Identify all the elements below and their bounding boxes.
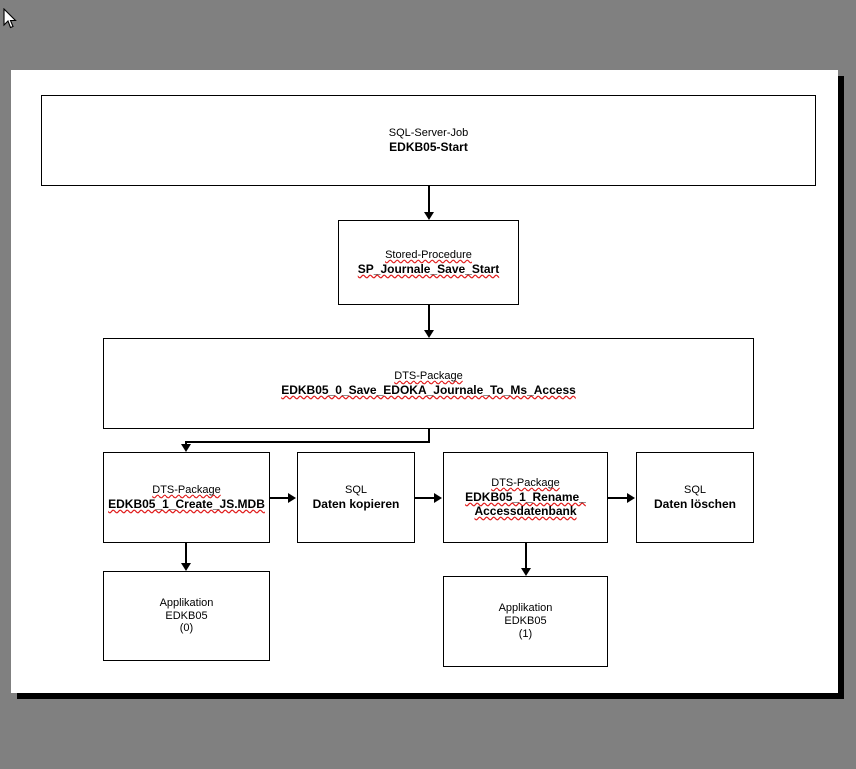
arrowhead-create-to-copy bbox=[288, 493, 296, 503]
connector-dts-horizontal-run bbox=[185, 441, 430, 443]
node-dts-package-create[interactable]: DTS-Package EDKB05_1_Create_JS.MDB bbox=[103, 452, 270, 543]
node-kind-label: SQL bbox=[683, 483, 706, 496]
flowchart-diagram: SQL-Server-Job EDKB05-Start Stored-Proce… bbox=[11, 70, 838, 693]
node-kind-label: SQL bbox=[344, 483, 367, 496]
node-line1: Applikation bbox=[498, 602, 553, 615]
arrowhead-procedure-to-dts bbox=[424, 330, 434, 338]
node-sql-server-job[interactable]: SQL-Server-Job EDKB05-Start bbox=[41, 95, 816, 186]
connector-copy-to-rename bbox=[415, 497, 435, 499]
arrowhead-job-to-procedure bbox=[424, 212, 434, 220]
arrowhead-rename-to-app1 bbox=[521, 568, 531, 576]
node-line3: (1) bbox=[518, 627, 533, 640]
node-line1: Applikation bbox=[159, 596, 214, 609]
node-kind-label: DTS-Package bbox=[152, 483, 221, 496]
node-line3: (0) bbox=[179, 622, 194, 635]
node-name-label: Daten kopieren bbox=[312, 496, 400, 511]
arrow-pointer-cursor bbox=[3, 8, 17, 29]
connector-rename-to-delete bbox=[608, 497, 628, 499]
node-kind-label: SQL-Server-Job bbox=[388, 126, 469, 139]
connector-dts-down-stub bbox=[428, 429, 430, 442]
node-applikation-0[interactable]: Applikation EDKB05 (0) bbox=[103, 571, 270, 661]
connector-rename-to-app1 bbox=[525, 543, 527, 569]
node-sql-daten-loeschen[interactable]: SQL Daten löschen bbox=[636, 452, 754, 543]
node-name-label: EDKB05_0_Save_EDOKA_Journale_To_Ms_Acces… bbox=[281, 382, 576, 397]
node-line2: EDKB05 bbox=[165, 609, 208, 622]
arrowhead-rename-to-delete bbox=[627, 493, 635, 503]
node-line2: EDKB05 bbox=[504, 615, 547, 628]
node-name-label-line2: Accessdatenbank bbox=[474, 503, 577, 518]
node-name-label: SP_Journale_Save_Start bbox=[357, 261, 500, 276]
node-name-label: EDKB05_1_Create_JS.MDB bbox=[108, 496, 265, 511]
node-stored-procedure[interactable]: Stored-Procedure SP_Journale_Save_Start bbox=[338, 220, 519, 305]
node-sql-daten-kopieren[interactable]: SQL Daten kopieren bbox=[297, 452, 415, 543]
connector-create-to-copy bbox=[270, 497, 289, 499]
node-name-label-line1: EDKB05_1_Rename_ bbox=[465, 489, 586, 504]
node-dts-package-rename[interactable]: DTS-Package EDKB05_1_Rename_ Accessdaten… bbox=[443, 452, 608, 543]
node-kind-label: DTS-Package bbox=[394, 369, 463, 382]
node-name-label: Daten löschen bbox=[653, 496, 737, 511]
arrowhead-create-to-app0 bbox=[181, 563, 191, 571]
connector-procedure-to-dts bbox=[428, 305, 430, 331]
arrowhead-dts-to-create bbox=[181, 444, 191, 452]
connector-job-to-procedure bbox=[428, 186, 430, 216]
node-kind-label: Stored-Procedure bbox=[385, 248, 472, 261]
node-name-label: EDKB05-Start bbox=[389, 139, 468, 154]
document-page: SQL-Server-Job EDKB05-Start Stored-Proce… bbox=[11, 70, 838, 693]
arrowhead-copy-to-rename bbox=[434, 493, 442, 503]
node-dts-package-save[interactable]: DTS-Package EDKB05_0_Save_EDOKA_Journale… bbox=[103, 338, 754, 429]
connector-create-to-app0 bbox=[185, 543, 187, 564]
node-applikation-1[interactable]: Applikation EDKB05 (1) bbox=[443, 576, 608, 667]
node-kind-label: DTS-Package bbox=[491, 476, 560, 489]
